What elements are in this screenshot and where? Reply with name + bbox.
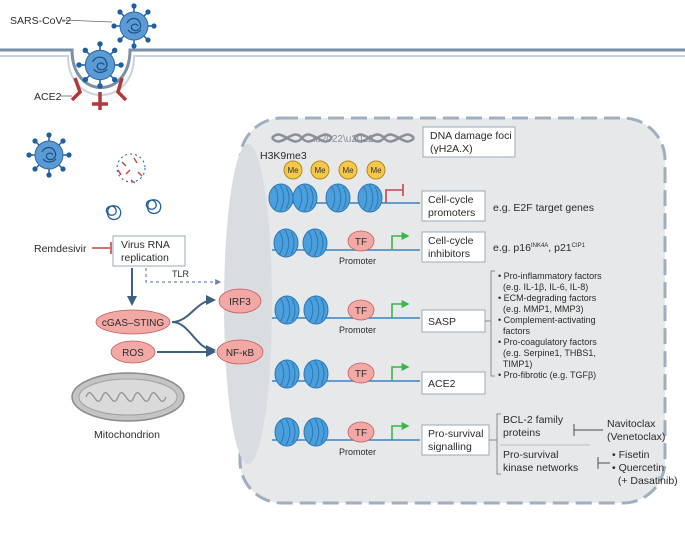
dna-helix-icon	[271, 133, 415, 143]
gene-row-2: TF	[272, 228, 420, 258]
tlr-label: TLR	[172, 269, 190, 279]
cgas-sting-label: cGAS–STING	[102, 318, 164, 329]
repression-mark	[385, 189, 402, 203]
dna-damage-label-1: DNA damage foci	[430, 130, 512, 142]
svg-text:• Pro-coagulatory factors: • Pro-coagulatory factors	[498, 337, 597, 347]
promoter-label-2: Promoter	[339, 256, 376, 266]
gene-box-2-line-1: Cell-cycle	[428, 235, 474, 247]
svg-text:TF: TF	[355, 369, 367, 380]
svg-text:Me: Me	[287, 166, 299, 175]
virus-icon	[110, 2, 158, 50]
svg-text:• ECM-degrading factors: • ECM-degrading factors	[498, 293, 597, 303]
quercetin-label: • Quercetin	[612, 462, 664, 474]
mitochondrion-label: Mitochondrion	[94, 429, 160, 441]
irf3-pill	[218, 288, 262, 314]
gene-box-3-label: SASP	[428, 316, 456, 328]
virus-label-leader	[61, 19, 113, 23]
svg-text:TIMP1): TIMP1)	[498, 359, 532, 369]
kinase-label-1: Pro-survival	[503, 449, 558, 461]
survival-bracket	[496, 413, 501, 475]
gene-row-1: Me Me Me Me	[268, 160, 420, 213]
cgas-to-irf3-arrow	[171, 295, 216, 323]
bcl2-label-2: proteins	[503, 427, 540, 439]
virus-rna-label-2: replication	[121, 252, 169, 264]
svg-text:TF: TF	[355, 428, 367, 439]
gene-row-3: TF	[272, 295, 420, 325]
rna-swirl-icon	[105, 199, 162, 221]
virus-label: SARS-CoV-2	[10, 15, 71, 27]
me-marks: Me Me Me Me	[283, 160, 386, 180]
gene-note-1: e.g. E2F target genes	[493, 202, 594, 214]
svg-text:factors: factors	[498, 326, 531, 336]
virus-icon	[25, 131, 73, 179]
irf3-label: IRF3	[229, 297, 251, 308]
svg-text:TF: TF	[355, 306, 367, 317]
svg-text:(e.g. MMP1, MMP3): (e.g. MMP1, MMP3)	[498, 304, 584, 314]
ace2-receptor-label: ACE2	[34, 91, 62, 103]
svg-text:• Complement-activating: • Complement-activating	[498, 315, 596, 325]
gene-note-2: e.g. p16INK4A, p21CIP1	[493, 242, 586, 254]
nfkb-label: NF-κB	[226, 348, 255, 359]
gene-box-5-line-1: Pro-survival	[428, 428, 483, 440]
ace2-receptor-icon	[70, 77, 128, 110]
navitoclax-label-1: Navitoclax	[607, 418, 656, 430]
gene-box-1-line-1: Cell-cycle	[428, 194, 474, 206]
bcl2-label-1: BCL-2 family	[503, 414, 564, 426]
ros-label: ROS	[122, 348, 144, 359]
svg-text:Me: Me	[370, 166, 382, 175]
gene-box-1-line-2: promoters	[428, 207, 475, 219]
dasatinib-label: (+ Dasatinib)	[612, 475, 678, 487]
dna-damage-label-2: (γH2A.X)	[430, 143, 473, 155]
svg-text:(e.g. Serpine1, THBS1,: (e.g. Serpine1, THBS1,	[498, 348, 596, 358]
promoter-label-5: Promoter	[339, 447, 376, 457]
h3k9me3-label: H3K9me3	[260, 150, 307, 162]
cgas-sting-pill	[95, 309, 171, 335]
cgas-to-nfkb-arrow	[171, 321, 216, 355]
nfkb-pill	[216, 339, 264, 365]
svg-text:• Pro-fibrotic (e.g. TGFβ): • Pro-fibrotic (e.g. TGFβ)	[498, 370, 596, 380]
remdesivir-label: Remdesivir	[34, 243, 87, 255]
gene-box-1	[421, 190, 486, 222]
dna-break-mark: \u2022\u2022	[312, 134, 374, 145]
fisetin-label: • Fisetin	[612, 449, 650, 461]
virus-icon	[75, 40, 125, 90]
gene-box-2-line-2: inhibitors	[428, 248, 470, 260]
svg-text:Me: Me	[314, 166, 326, 175]
navitoclax-label-2: (Venetoclax)	[607, 431, 665, 443]
svg-text:• Pro-inflammatory factors: • Pro-inflammatory factors	[498, 271, 602, 281]
ros-pill	[110, 340, 156, 364]
mitochondrion-icon	[71, 372, 185, 422]
gene-box-2	[421, 231, 486, 263]
rna-fragment-icon	[116, 153, 146, 184]
gene-row-5: TF	[272, 417, 420, 447]
dna-damage-box	[422, 126, 516, 158]
gene-row-4: TF	[272, 359, 420, 389]
svg-text:(e.g. IL-1β, IL-6, IL-8): (e.g. IL-1β, IL-6, IL-8)	[498, 282, 588, 292]
gene-box-4	[421, 371, 486, 395]
sasp-bracket	[490, 270, 495, 377]
virus-rna-box	[112, 235, 186, 267]
svg-text:TF: TF	[355, 237, 367, 248]
gene-box-4-label: ACE2	[428, 378, 456, 390]
promoter-label-3: Promoter	[339, 325, 376, 335]
virus-rna-label-1: Virus RNA	[121, 239, 170, 251]
tlr-arrow	[145, 268, 222, 285]
sasp-list: • Pro-inflammatory factors (e.g. IL-1β, …	[498, 271, 602, 380]
svg-text:Me: Me	[342, 166, 354, 175]
gene-box-5-line-2: signalling	[428, 441, 472, 453]
kinase-label-2: kinase networks	[503, 462, 578, 474]
